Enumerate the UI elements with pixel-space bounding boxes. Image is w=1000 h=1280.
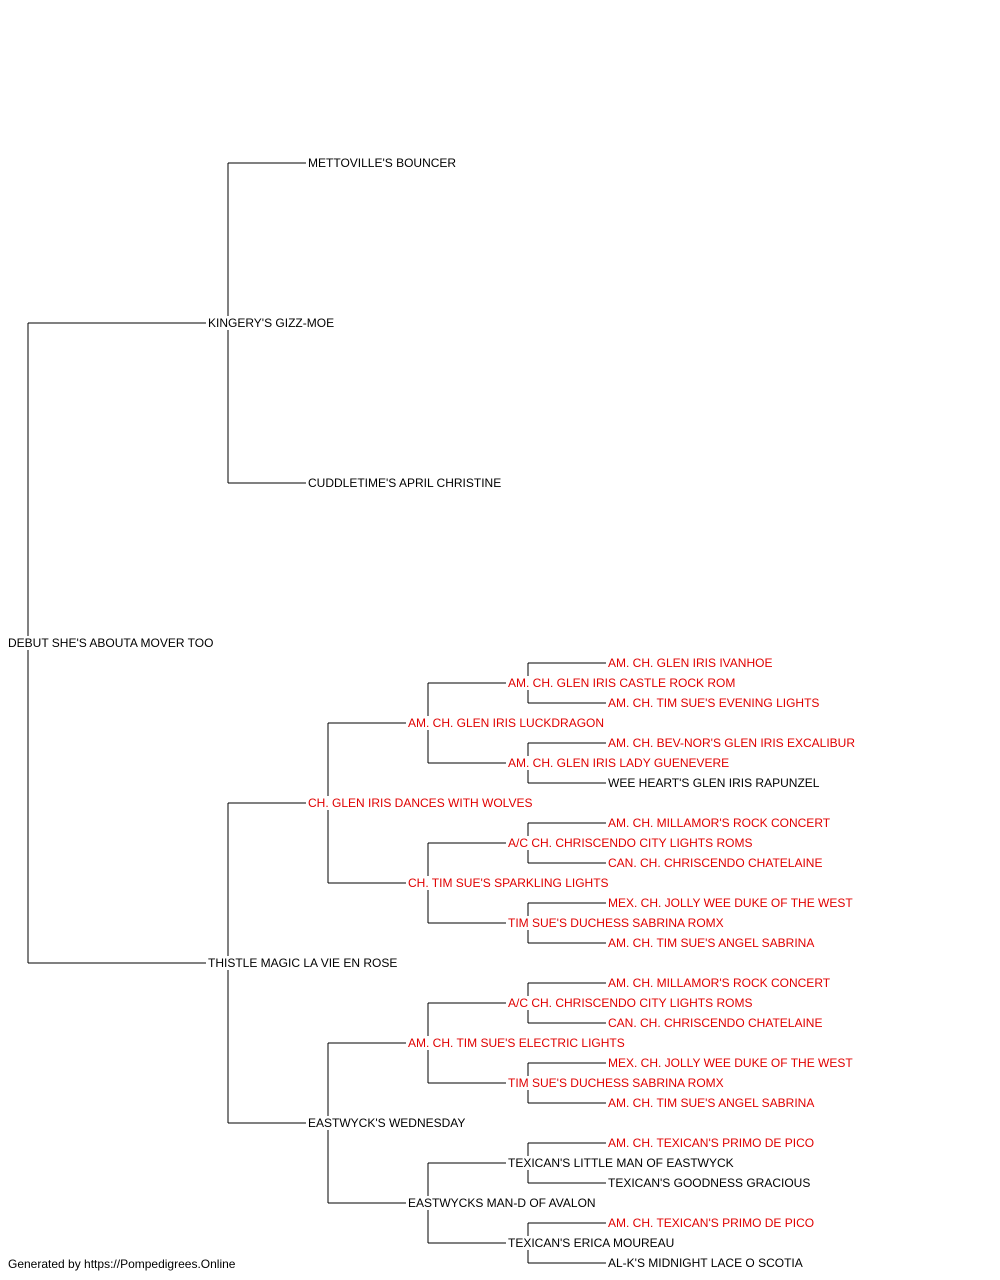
- ancestor-dam-name: AM. CH. TIM SUE'S ANGEL SABRINA: [608, 1096, 817, 1110]
- ancestor-sire-name: AM. CH. MILLAMOR'S ROCK CONCERT: [608, 976, 833, 990]
- ancestor-dam-name: AM. CH. TIM SUE'S EVENING LIGHTS: [608, 696, 822, 710]
- generated-by-footer: Generated by https://Pompedigrees.Online: [8, 1257, 236, 1271]
- ancestor-sire-name: AM. CH. BEV-NOR'S GLEN IRIS EXCALIBUR: [608, 736, 858, 750]
- ancestor-sire-name: AM. CH. GLEN IRIS CASTLE ROCK ROM: [508, 676, 738, 690]
- ancestor-dam-name: AM. CH. TIM SUE'S ANGEL SABRINA: [608, 936, 817, 950]
- ancestor-dam-name: TIM SUE'S DUCHESS SABRINA ROMX: [508, 1076, 726, 1090]
- ancestor-dam-name: TIM SUE'S DUCHESS SABRINA ROMX: [508, 916, 726, 930]
- ancestor-dam-name: THISTLE MAGIC LA VIE EN ROSE: [208, 956, 400, 970]
- ancestor-dam-name: EASTWYCKS MAN-D OF AVALON: [408, 1196, 598, 1210]
- ancestor-sire-name: TEXICAN'S LITTLE MAN OF EASTWYCK: [508, 1156, 736, 1170]
- ancestor-sire-name: MEX. CH. JOLLY WEE DUKE OF THE WEST: [608, 896, 855, 910]
- ancestor-dam-name: AL-K'S MIDNIGHT LACE O SCOTIA: [608, 1256, 805, 1270]
- ancestor-dam-name: TEXICAN'S ERICA MOUREAU: [508, 1236, 677, 1250]
- ancestor-dam-name: CUDDLETIME'S APRIL CHRISTINE: [308, 476, 504, 490]
- ancestor-sire-name: METTOVILLE'S BOUNCER: [308, 156, 459, 170]
- ancestor-sire-name: MEX. CH. JOLLY WEE DUKE OF THE WEST: [608, 1056, 855, 1070]
- ancestor-sire-name: AM. CH. GLEN IRIS LUCKDRAGON: [408, 716, 607, 730]
- ancestor-sire-name: CH. GLEN IRIS DANCES WITH WOLVES: [308, 796, 535, 810]
- ancestor-sire-name: A/C CH. CHRISCENDO CITY LIGHTS ROMS: [508, 836, 755, 850]
- ancestor-dam-name: CH. TIM SUE'S SPARKLING LIGHTS: [408, 876, 611, 890]
- ancestor-sire-name: KINGERY'S GIZZ-MOE: [208, 316, 337, 330]
- ancestor-sire-name: A/C CH. CHRISCENDO CITY LIGHTS ROMS: [508, 996, 755, 1010]
- ancestor-dam-name: AM. CH. GLEN IRIS LADY GUENEVERE: [508, 756, 732, 770]
- ancestor-dam-name: CAN. CH. CHRISCENDO CHATELAINE: [608, 1016, 825, 1030]
- ancestor-dam-name: TEXICAN'S GOODNESS GRACIOUS: [608, 1176, 813, 1190]
- ancestor-dam-name: CAN. CH. CHRISCENDO CHATELAINE: [608, 856, 825, 870]
- ancestor-dam-name: WEE HEART'S GLEN IRIS RAPUNZEL: [608, 776, 822, 790]
- ancestor-sire-name: AM. CH. GLEN IRIS IVANHOE: [608, 656, 775, 670]
- ancestor-sire-name: AM. CH. TEXICAN'S PRIMO DE PICO: [608, 1216, 817, 1230]
- ancestor-dam-name: EASTWYCK'S WEDNESDAY: [308, 1116, 468, 1130]
- ancestor-sire-name: AM. CH. TIM SUE'S ELECTRIC LIGHTS: [408, 1036, 627, 1050]
- subject-dog-name: DEBUT SHE'S ABOUTA MOVER TOO: [8, 636, 216, 650]
- ancestor-sire-name: AM. CH. TEXICAN'S PRIMO DE PICO: [608, 1136, 817, 1150]
- ancestor-sire-name: AM. CH. MILLAMOR'S ROCK CONCERT: [608, 816, 833, 830]
